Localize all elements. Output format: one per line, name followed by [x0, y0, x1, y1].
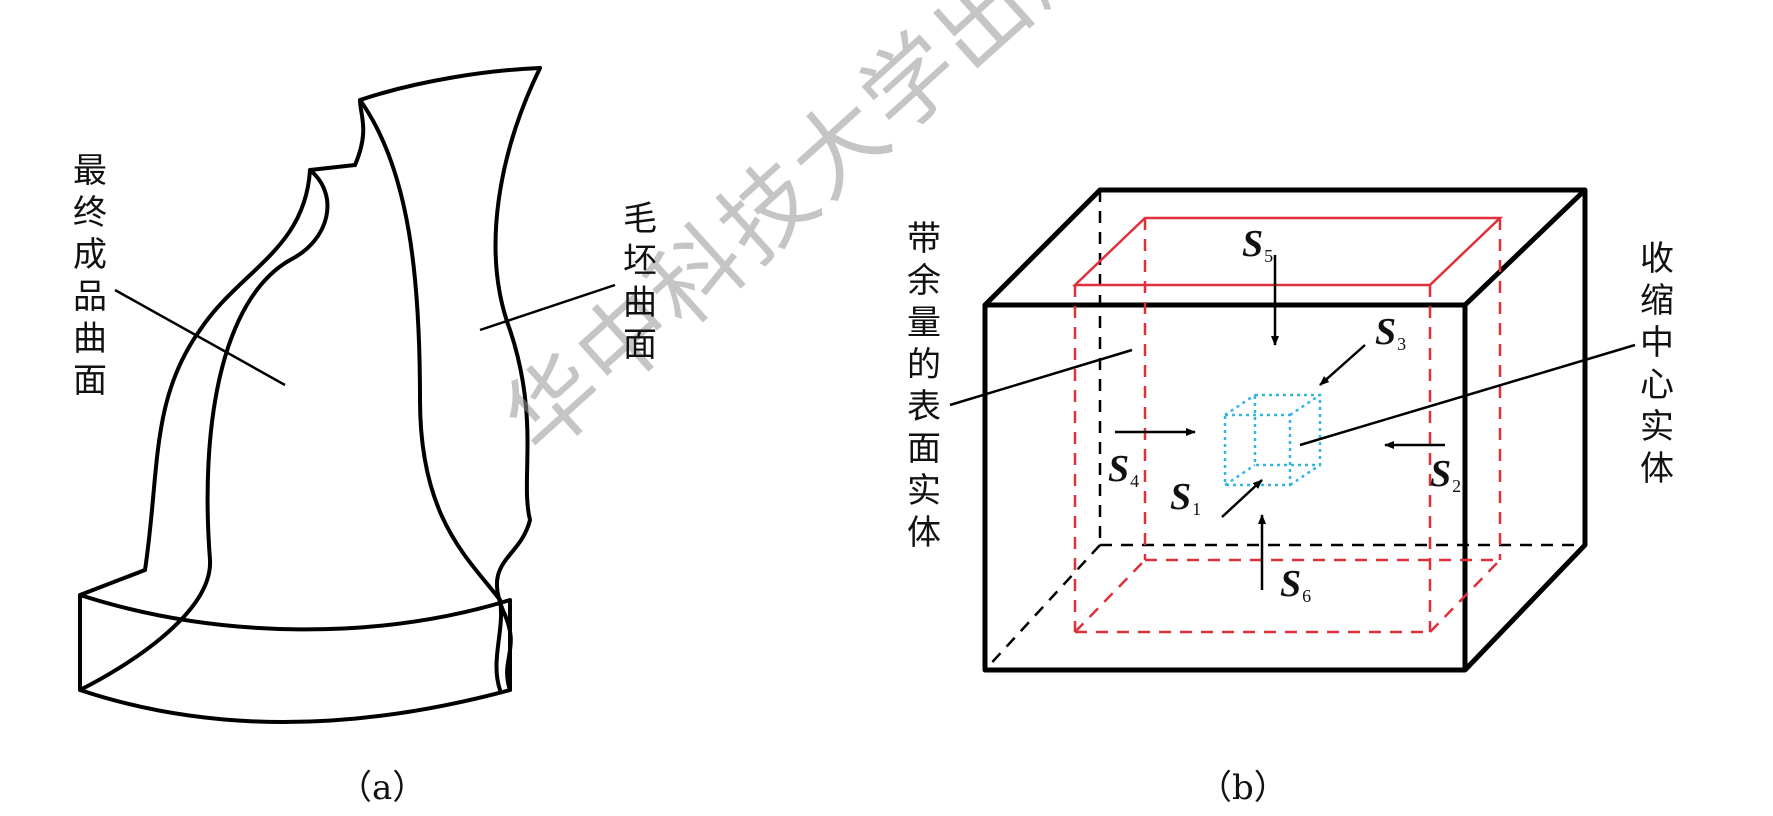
label-s1: S1 [1170, 476, 1202, 519]
arrow-s1 [1221, 479, 1263, 518]
shrink-direction-arrows [1115, 255, 1445, 590]
arrow-s3 [1319, 344, 1366, 386]
label-s2: S2 [1430, 453, 1462, 496]
figure-b-hidden-edges [984, 190, 1585, 671]
leader-blank-surface [479, 283, 616, 332]
final-product-surface [143, 163, 357, 572]
leader-allowance-surface [949, 348, 1133, 407]
final-product-inner-edge [78, 168, 330, 692]
label-s5: S5 [1242, 223, 1274, 266]
label-allowance-surface: 带余量的表面实体 [907, 219, 941, 553]
shrink-center-solid [1223, 393, 1322, 487]
caption-b: （b） [1198, 768, 1288, 808]
label-blank-surface: 毛坯曲面 [623, 199, 657, 365]
blank-surface-left-edge [353, 66, 542, 167]
base-block-front [78, 593, 512, 725]
figure-a-leaders [114, 283, 616, 387]
blank-surface-right-edge [493, 66, 542, 692]
label-shrink-center: 收缩中心实体 [1640, 239, 1674, 489]
base-block-top [78, 568, 147, 597]
caption-a: （a） [338, 768, 427, 808]
box-right-edges [1463, 190, 1588, 672]
box-top-edges [983, 187, 1588, 307]
figure-a-surfaces [78, 66, 542, 725]
leader-final-surface [114, 288, 286, 387]
label-s3: S3 [1375, 311, 1407, 354]
leader-shrink-center [1299, 343, 1636, 447]
figure-b-leaders [949, 343, 1636, 447]
label-s4: S4 [1108, 448, 1140, 491]
box-front-face [982, 302, 1468, 673]
blank-surface-crest [358, 98, 502, 602]
allowance-surface-solid [1071, 216, 1504, 634]
blank-surface-lower-bulge [494, 598, 503, 692]
label-final-surface: 最终成品曲面 [73, 151, 107, 401]
label-s6: S6 [1280, 563, 1312, 606]
